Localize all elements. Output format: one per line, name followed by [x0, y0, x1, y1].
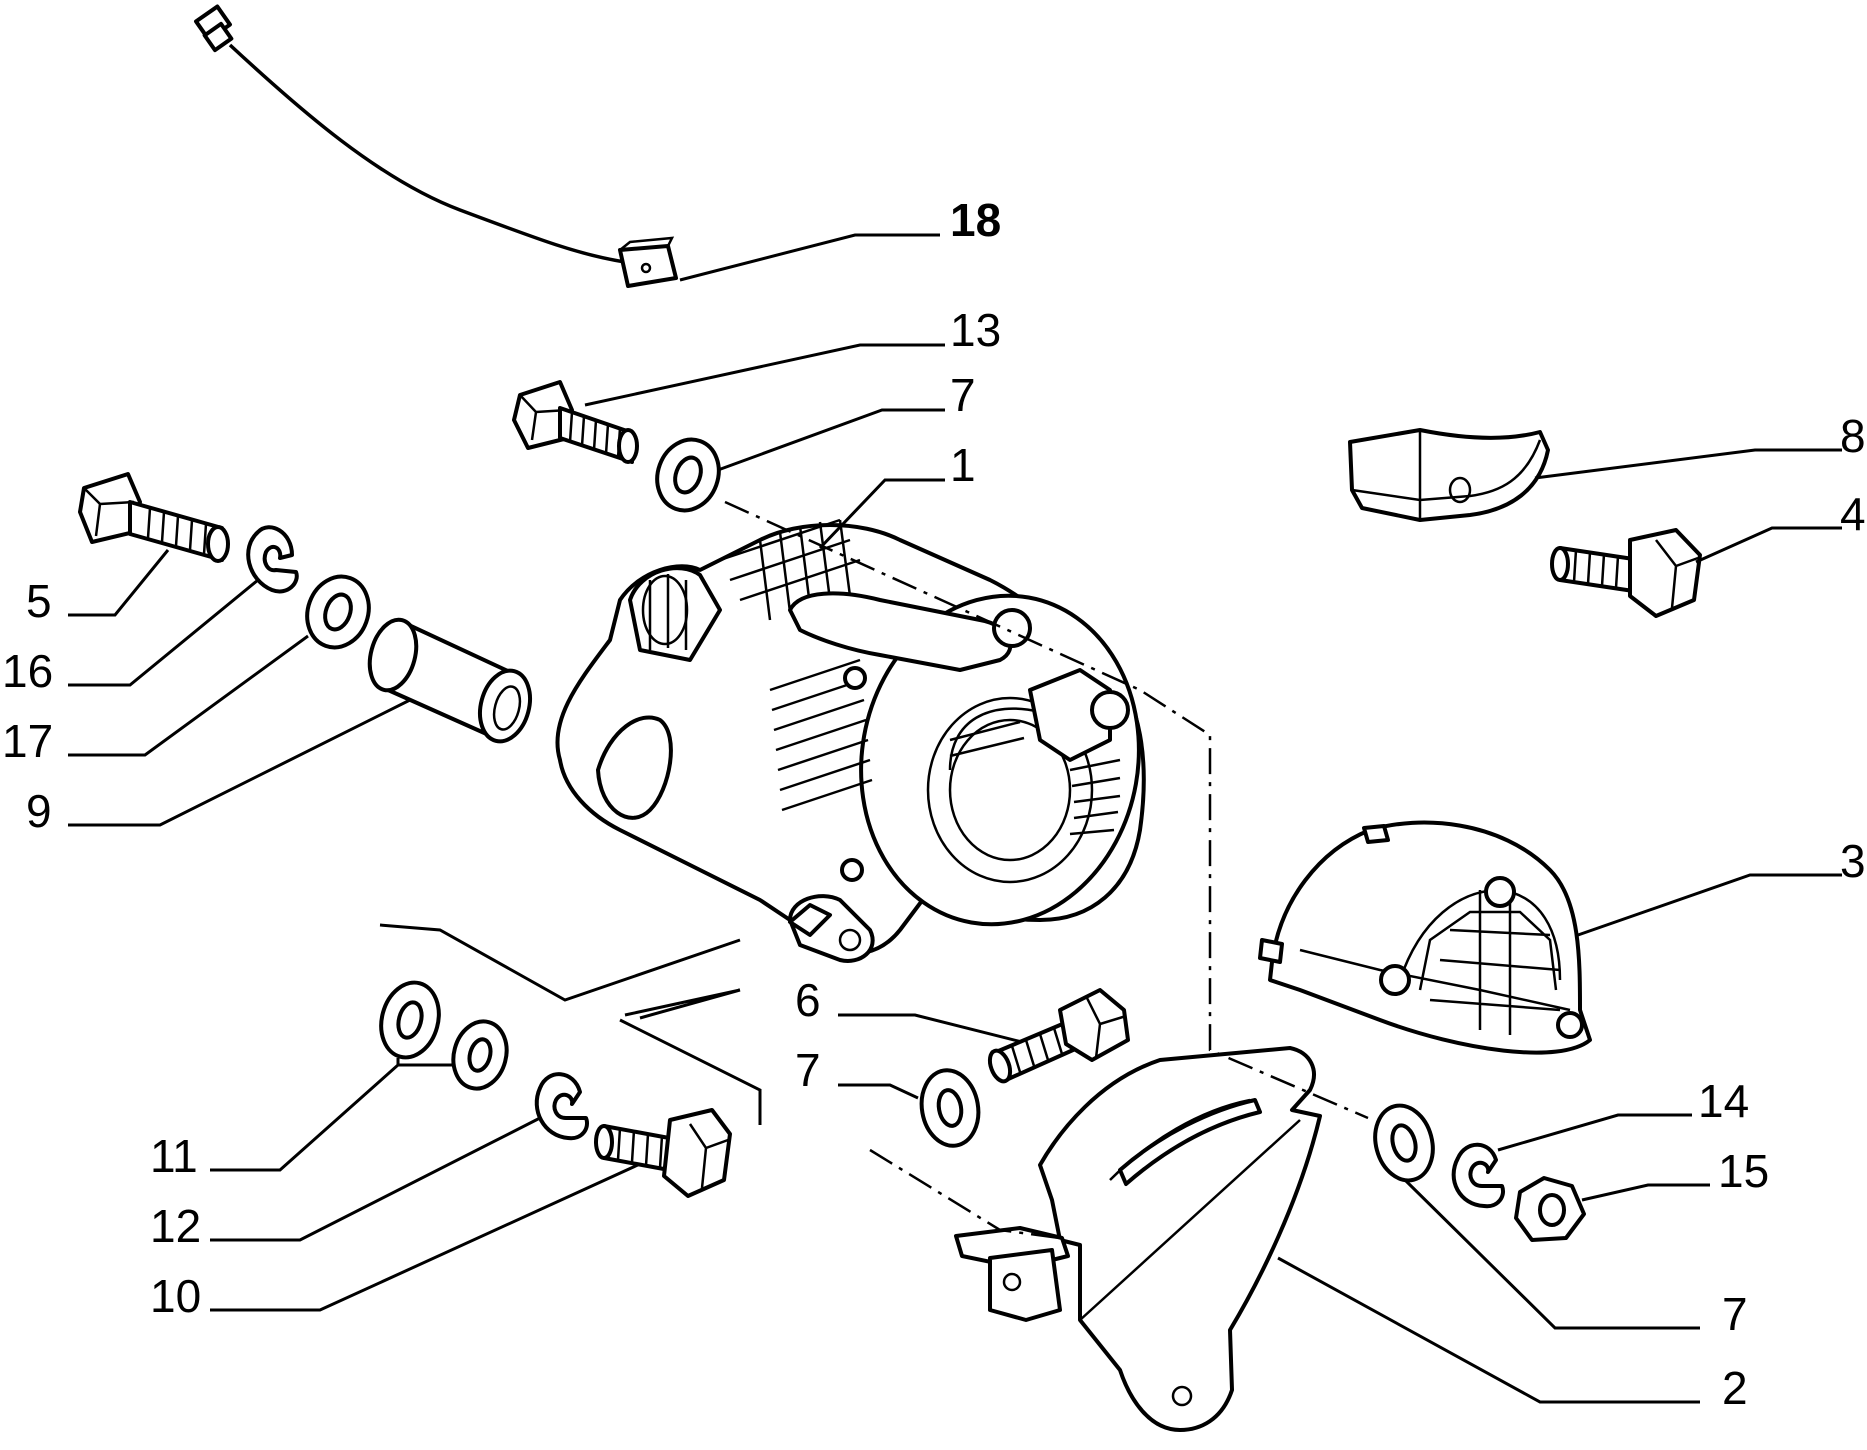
callout-17: 17: [2, 715, 53, 767]
leader-8: [1534, 448, 1842, 480]
part-8-clamp: [1348, 428, 1550, 522]
leader-12: [210, 1116, 541, 1242]
leader-15: [1581, 1183, 1710, 1202]
leader-2: [1277, 1256, 1700, 1404]
part-5-bolt: [78, 472, 230, 563]
callout-7-top: 7: [950, 369, 976, 421]
leader-4: [1695, 526, 1842, 564]
part-16-lock-washer: [246, 525, 299, 594]
callout-10: 10: [150, 1270, 201, 1322]
leader-18: [679, 233, 940, 282]
callout-9: 9: [26, 785, 52, 837]
leader-14: [1497, 1113, 1692, 1152]
callout-11: 11: [150, 1130, 198, 1182]
callout-2: 2: [1722, 1362, 1748, 1414]
leader-6: [838, 1013, 1023, 1044]
leader-7b: [838, 1083, 919, 1100]
callout-7-middle: 7: [795, 1044, 821, 1096]
alignment-lines: [379, 500, 1369, 1240]
part-14-lock-washer: [1451, 1142, 1505, 1209]
part-15-nut: [1514, 1176, 1586, 1242]
part-7-washer-right: [1373, 1103, 1435, 1183]
callout-16: 16: [2, 645, 53, 697]
leader-16: [68, 578, 259, 687]
part-2-bracket: [954, 1046, 1322, 1432]
part-1-alternator: [555, 518, 1146, 963]
callout-6: 6: [795, 974, 821, 1026]
part-18-sensor-wire: [194, 4, 678, 288]
leader-17: [68, 634, 309, 757]
leader-9: [68, 698, 411, 827]
leader-1: [818, 478, 945, 550]
callout-14: 14: [1698, 1075, 1749, 1127]
leader-13: [584, 343, 945, 407]
part-13-bolt: [512, 380, 639, 464]
callout-12: 12: [150, 1200, 201, 1252]
callout-4: 4: [1840, 488, 1866, 540]
part-11-washers: [379, 980, 509, 1091]
leader-5: [68, 549, 170, 617]
part-9-spacer-sleeve: [367, 617, 532, 744]
callout-13: 13: [950, 304, 1001, 356]
callout-7-right: 7: [1722, 1288, 1748, 1340]
part-17-washer: [305, 574, 371, 650]
callout-3: 3: [1840, 835, 1866, 887]
leader-7c: [1403, 1178, 1700, 1330]
leader-lines: [68, 233, 1842, 1404]
part-12-lock-washer: [534, 1072, 589, 1141]
callout-5: 5: [26, 575, 52, 627]
leader-3: [1577, 873, 1842, 937]
part-10-bolt: [594, 1108, 732, 1198]
leader-7a: [717, 408, 945, 472]
part-3-rear-cover: [1258, 820, 1592, 1055]
leader-11: [210, 1058, 455, 1172]
callout-1: 1: [950, 439, 976, 491]
part-6-bolt: [987, 988, 1130, 1084]
part-7-washer-top: [655, 437, 721, 513]
callout-labels: 18 13 7 1 8 4 5 16 17 9 3 6 7 14 15 11 1…: [2, 194, 1866, 1414]
callout-8: 8: [1840, 410, 1866, 462]
part-4-bolt: [1550, 528, 1702, 618]
part-7-washer-middle: [919, 1068, 981, 1148]
callout-15: 15: [1718, 1145, 1769, 1197]
callout-18: 18: [950, 194, 1001, 246]
leader-10: [210, 1162, 641, 1312]
